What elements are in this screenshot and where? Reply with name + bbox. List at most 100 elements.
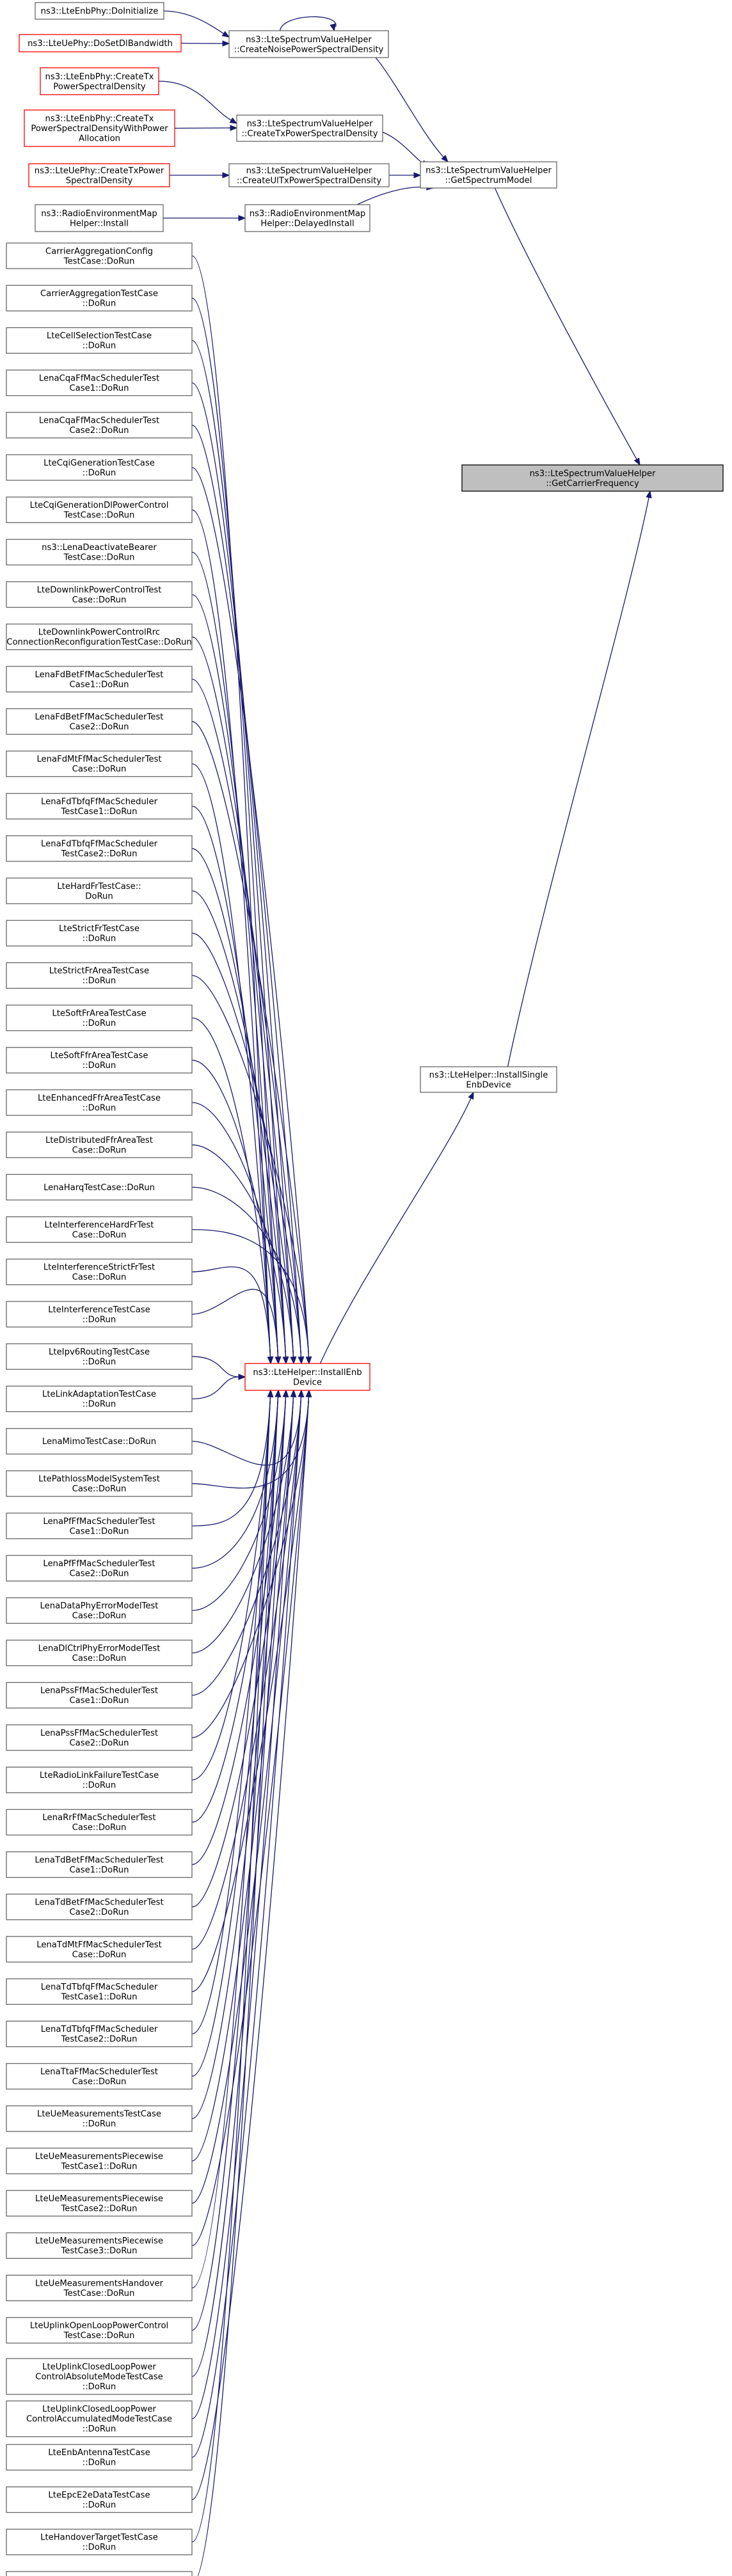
caller-node-box [6, 327, 193, 354]
node-rem-install-label-line: ns3::RadioEnvironmentMap [41, 209, 157, 219]
node-create-noise[interactable]: ns3::LteSpectrumValueHelper::CreateNoise… [228, 30, 389, 58]
caller-node[interactable]: LteIpv6RoutingTestCase::DoRun [6, 1343, 193, 1370]
node-ue-do-set-dl[interactable]: ns3::LteUePhy::DoSetDlBandwidth [19, 34, 182, 52]
caller-node-box [6, 920, 193, 946]
caller-node[interactable]: LteUeMeasurementsTestCase::DoRun [6, 2105, 193, 2132]
edge-arrowhead [290, 1356, 297, 1365]
caller-node-label-line: Case::DoRun [72, 1950, 127, 1959]
caller-node[interactable]: LenaMimoTestCase::DoRun [6, 1427, 193, 1455]
caller-node[interactable]: LteUeMeasurementsPiecewiseTestCase1::DoR… [6, 2148, 193, 2174]
caller-node[interactable]: LteUplinkClosedLoopPowerControlAbsoluteM… [6, 2358, 193, 2395]
caller-node-label-line: LteIpv6RoutingTestCase [49, 1347, 150, 1357]
caller-node[interactable]: LteEnbAntennaTestCase::DoRun [6, 2444, 193, 2471]
caller-node-label-line: ::DoRun [83, 342, 116, 351]
caller-node[interactable]: LteCellSelectionTestCase::DoRun [6, 327, 193, 354]
node-create-tx[interactable]: ns3::LteSpectrumValueHelper::CreateTxPow… [236, 114, 383, 142]
node-enb-create-tx[interactable]: ns3::LteEnbPhy::CreateTxPowerSpectralDen… [40, 67, 159, 95]
caller-node-label-line: Case1::DoRun [69, 384, 129, 393]
edge-arrowhead [298, 1389, 305, 1397]
caller-node-box [6, 708, 193, 735]
caller-node[interactable]: LteRrcConnectionEstablishmentTestCase::D… [6, 2571, 193, 2576]
edge-arrowhead [274, 1389, 282, 1397]
node-get-spectrum-model[interactable]: ns3::LteSpectrumValueHelper::GetSpectrum… [420, 161, 557, 189]
caller-node-label-line: Case::DoRun [72, 595, 127, 605]
caller-node[interactable]: LteCqiGenerationDlPowerControlTestCase::… [6, 496, 193, 523]
caller-node[interactable]: LteUeMeasurementsPiecewiseTestCase2::DoR… [6, 2190, 193, 2217]
node-ue-create-tx[interactable]: ns3::LteUePhy::CreateTxPowerSpectralDens… [28, 163, 170, 187]
caller-node[interactable]: LenaHarqTestCase::DoRun [6, 1174, 193, 1201]
node-enb-create-tx-w-p-a[interactable]: ns3::LteEnbPhy::CreateTxPowerSpectralDen… [24, 109, 175, 147]
call-edge [191, 1376, 240, 1400]
caller-node-label-line: LenaFdTbfqFfMacScheduler [41, 840, 158, 849]
node-enb-do-init[interactable]: ns3::LteEnbPhy::DoInitialize [35, 2, 164, 20]
call-edge [191, 763, 271, 1358]
caller-node-label-line: LteUplinkOpenLoopPowerControl [30, 2321, 168, 2331]
node-create-tx-box [236, 114, 383, 142]
caller-node[interactable]: LteHardFrTestCase::DoRun [6, 877, 193, 904]
caller-node-label-line: LteUeMeasurementsTestCase [37, 2110, 161, 2119]
call-edge [191, 1395, 302, 1950]
caller-node[interactable]: LteRadioLinkFailureTestCase::DoRun [6, 1766, 193, 1793]
caller-node[interactable]: LteUeMeasurementsPiecewiseTestCase3::DoR… [6, 2232, 193, 2259]
caller-node[interactable]: LteDownlinkPowerControlRrcConnectionReco… [6, 624, 193, 650]
call-edge [191, 679, 302, 1358]
call-edge [191, 509, 271, 1358]
caller-node[interactable]: LteStrictFrAreaTestCase::DoRun [6, 962, 193, 989]
caller-node-label-line: TestCase::DoRun [63, 256, 135, 266]
caller-node[interactable]: LteHandoverTargetTestCase::DoRun [6, 2529, 193, 2556]
caller-node[interactable]: CarrierAggregationTestCase::DoRun [6, 285, 193, 311]
caller-node[interactable]: LteEnhancedFfrAreaTestCase::DoRun [6, 1089, 193, 1116]
call-edge [174, 127, 232, 129]
caller-node[interactable]: LteInterferenceTestCase::DoRun [6, 1301, 193, 1328]
caller-node-box [6, 1089, 193, 1116]
caller-node[interactable]: LteLinkAdaptationTestCase::DoRun [6, 1385, 193, 1413]
node-create-ul-tx[interactable]: ns3::LteSpectrumValueHelper::CreateUlTxP… [228, 163, 390, 187]
caller-node[interactable]: LteStrictFrTestCase::DoRun [6, 920, 193, 946]
node-target[interactable]: ns3::LteSpectrumValueHelper::GetCarrierF… [461, 464, 724, 492]
caller-node[interactable]: LteUplinkOpenLoopPowerControlTestCase::D… [6, 2317, 193, 2344]
caller-node-label-line: TestCase2::DoRun [60, 2204, 137, 2213]
caller-node[interactable]: LteUplinkClosedLoopPowerControlAccumulat… [6, 2400, 193, 2437]
caller-node-label-line: LteSoftFrAreaTestCase [52, 1009, 146, 1018]
caller-node-label-line: TestCase::DoRun [63, 2331, 135, 2341]
caller-node[interactable]: LteSoftFfrAreaTestCase::DoRun [6, 1047, 193, 1074]
caller-node-label-line: LenaPssFfMacSchedulerTest [40, 1729, 158, 1738]
caller-node[interactable]: LteCqiGenerationTestCase::DoRun [6, 454, 193, 481]
caller-node[interactable]: LteEpcE2eDataTestCase::DoRun [6, 2486, 193, 2513]
node-ue-create-tx-label-line: SpectralDensity [66, 176, 133, 185]
call-edge [191, 1395, 279, 2331]
node-rem-delayed[interactable]: ns3::RadioEnvironmentMapHelper::DelayedI… [244, 204, 370, 232]
caller-node[interactable]: LteSoftFrAreaTestCase::DoRun [6, 1004, 193, 1032]
